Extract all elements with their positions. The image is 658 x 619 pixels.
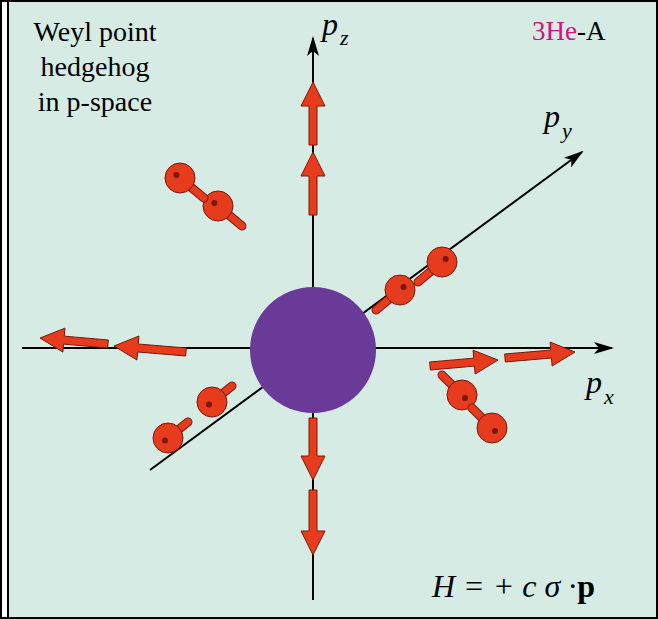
- hedgehog-arrow: [505, 342, 575, 366]
- hedgehog-arrow-endon: [203, 191, 242, 226]
- material-label: 3He: [532, 18, 577, 45]
- hamiltonian: H = + c σ ·: [432, 570, 576, 602]
- axis-subscript: x: [604, 386, 614, 408]
- axes: [22, 38, 612, 600]
- material-label: -A: [577, 18, 606, 45]
- hedgehog-arrow: [40, 328, 108, 352]
- hedgehog-arrow-endon: [418, 247, 457, 282]
- axis-subscript: y: [562, 120, 572, 142]
- frame-gap: [2, 2, 7, 617]
- hedgehog-arrow: [301, 82, 325, 145]
- axis-label: p: [586, 366, 602, 398]
- hedgehog-arrow-endon: [197, 386, 232, 417]
- title: Weyl point hedgehog in p-space: [28, 14, 162, 119]
- frame-line: [7, 0, 9, 619]
- hamiltonian-vector: p: [577, 570, 595, 602]
- axis-label: p: [544, 100, 560, 132]
- py-axis: [150, 152, 582, 470]
- hedgehog-arrow: [301, 152, 325, 215]
- hedgehog-arrow: [301, 418, 325, 480]
- axis-subscript: z: [340, 27, 349, 49]
- hedgehog-arrow-endon: [376, 275, 415, 310]
- hedgehog-arrow: [301, 490, 325, 555]
- hedgehog-arrow-endon: [153, 422, 188, 453]
- hedgehog-arrow: [114, 336, 186, 360]
- hedgehog-arrow-endon: [165, 163, 204, 198]
- hedgehog-arrow: [430, 350, 498, 374]
- hedgehog-arrow-endon: [472, 408, 507, 443]
- weyl-point: [250, 287, 376, 413]
- axis-label: p: [322, 8, 338, 40]
- hedgehog-arrows: [40, 82, 575, 555]
